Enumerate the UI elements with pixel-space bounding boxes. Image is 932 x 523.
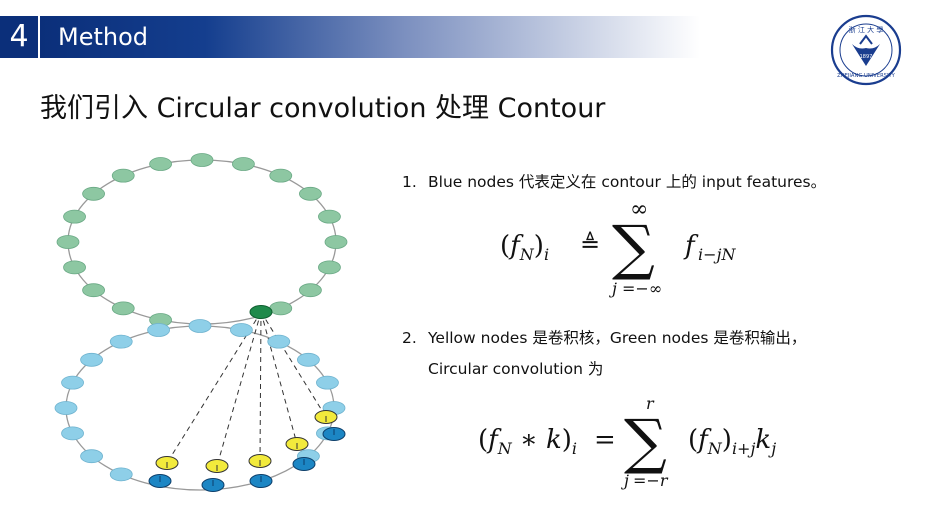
slide-title: 我们引入 Circular convolution 处理 Contour (40, 93, 606, 124)
connection-line (166, 311, 262, 464)
svg-text:=: = (594, 425, 616, 455)
connection-line (259, 311, 262, 462)
svg-text:∞: ∞ (630, 197, 648, 222)
equation-periodic-sum: (fN)i ≜ ∑ ∞ j =−∞ f i−jN (500, 197, 736, 298)
svg-text:(fN)i: (fN)i (500, 231, 549, 264)
section-header-bar (40, 16, 700, 58)
blue-node (61, 426, 84, 441)
point-2-continuation: Circular convolution 为 (428, 360, 604, 378)
point-2-text: Yellow nodes 是卷积核，Green nodes 是卷积输出， (428, 329, 807, 347)
svg-text:浙 江 大 學: 浙 江 大 學 (849, 25, 884, 34)
blue-node (267, 334, 291, 349)
green-node (111, 168, 135, 183)
connection-line (260, 311, 327, 418)
svg-text:∑: ∑ (612, 213, 655, 283)
svg-text:j: j (621, 471, 629, 490)
point-2-index: 2. (402, 329, 417, 347)
logo-text: ZHEJIANG UNIVERSITY (837, 73, 896, 79)
svg-text:i−jN: i−jN (698, 245, 736, 264)
university-logo: 浙 江 大 學 ZHEJIANG UNIVERSITY 1897 (830, 14, 902, 86)
point-1-index: 1. (402, 173, 417, 191)
blue-node (80, 352, 103, 367)
section-title: Method (58, 23, 149, 51)
green-node (299, 186, 322, 201)
blue-node (230, 323, 253, 337)
blue-node (61, 375, 84, 390)
blue-node (147, 323, 170, 337)
svg-text:(fN ∗ k)i: (fN ∗ k)i (478, 425, 577, 458)
green-node (56, 235, 80, 249)
green-node (318, 209, 341, 224)
svg-text:≜: ≜ (580, 230, 600, 258)
logo-year: 1897 (860, 54, 873, 60)
section-number: 4 (0, 16, 38, 58)
output-ring (67, 159, 337, 325)
green-node (269, 168, 293, 183)
green-node (299, 283, 322, 298)
blue-node (54, 401, 78, 415)
green-node (149, 157, 172, 171)
green-node (82, 283, 105, 298)
point-1-text: Blue nodes 代表定义在 contour 上的 input featur… (428, 173, 827, 191)
svg-text:j: j (609, 279, 617, 298)
blue-node (80, 449, 103, 464)
green-node (82, 186, 105, 201)
svg-text:r: r (646, 394, 655, 413)
green-node (63, 260, 86, 275)
green-node (190, 153, 214, 167)
blue-node (109, 334, 133, 349)
section-header: 4 Method (0, 16, 700, 58)
equation-circular-convolution: (fN ∗ k)i = ∑ r j =−r (fN)i+jkj (478, 394, 776, 490)
green-node (318, 260, 341, 275)
green-node (269, 301, 293, 316)
blue-node (297, 352, 320, 367)
svg-text:f: f (683, 231, 699, 261)
point-2: 2. Yellow nodes 是卷积核，Green nodes 是卷积输出， C… (402, 326, 806, 379)
point-1: 1. Blue nodes 代表定义在 contour 上的 input feat… (402, 170, 826, 192)
green-node (111, 301, 135, 316)
circular-convolution-diagram (54, 153, 348, 492)
green-node (63, 209, 86, 224)
green-output-node (249, 305, 273, 319)
blue-node (316, 375, 339, 390)
svg-text:=−∞: =−∞ (622, 279, 662, 298)
blue-node (109, 467, 133, 482)
svg-text:=−r: =−r (633, 471, 669, 490)
blue-node (188, 319, 212, 333)
connection-line (260, 311, 298, 445)
green-node (232, 157, 255, 171)
svg-text:∑: ∑ (624, 407, 667, 477)
green-node (324, 235, 348, 249)
svg-text:(fN)i+jkj: (fN)i+jkj (688, 425, 776, 458)
